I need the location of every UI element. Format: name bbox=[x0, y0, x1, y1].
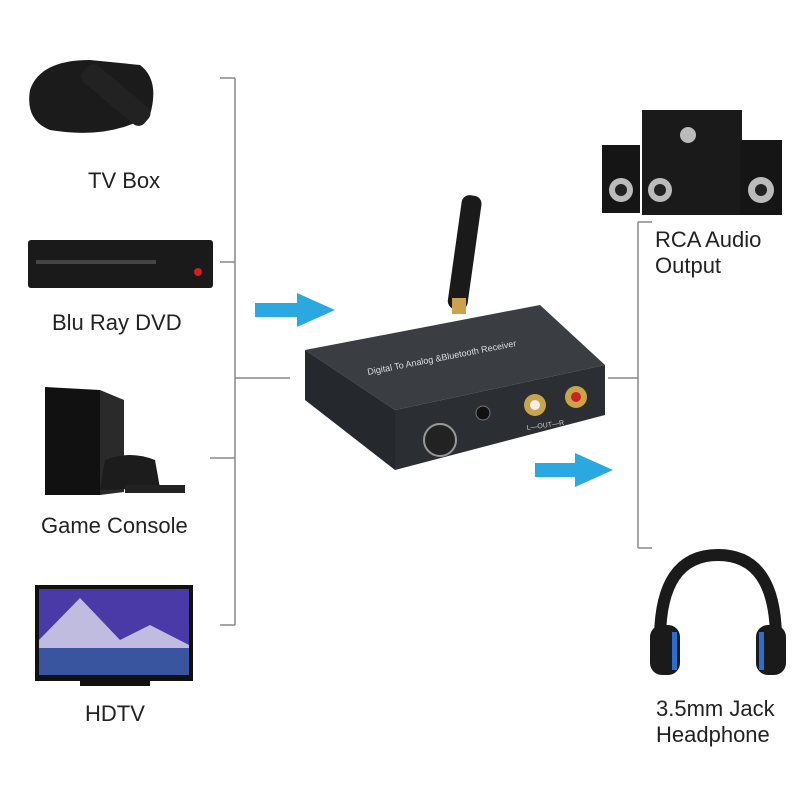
game-console-icon bbox=[45, 387, 185, 495]
output-label-headphone: 3.5mm Jack Headphone bbox=[656, 696, 775, 748]
rca-line2: Output bbox=[655, 253, 722, 278]
input-label-game-console: Game Console bbox=[41, 513, 188, 538]
headphone-line1: 3.5mm Jack bbox=[656, 696, 775, 721]
headphone-icon bbox=[650, 548, 786, 675]
input-label-hdtv: HDTV bbox=[85, 701, 145, 726]
output-arrow-icon bbox=[535, 453, 613, 487]
antenna-icon bbox=[447, 195, 482, 310]
speakers-icon bbox=[602, 110, 782, 215]
bluray-player-icon bbox=[28, 240, 213, 288]
volume-knob bbox=[423, 423, 457, 457]
input-arrow-icon bbox=[255, 293, 335, 327]
headphone-jack bbox=[475, 405, 491, 421]
output-label-rca: RCA Audio Output bbox=[655, 227, 761, 279]
input-bracket bbox=[210, 77, 290, 626]
input-label-tv-box: TV Box bbox=[88, 168, 161, 193]
dac-bluetooth-receiver: Digital To Analog &Bluetooth Receiver L—… bbox=[305, 195, 605, 470]
output-bracket bbox=[608, 221, 652, 549]
rca-line1: RCA Audio bbox=[655, 227, 762, 252]
headphone-line2: Headphone bbox=[656, 722, 770, 747]
input-label-bluray: Blu Ray DVD bbox=[52, 310, 182, 335]
tv-box-icon bbox=[29, 60, 154, 133]
hdtv-icon bbox=[35, 585, 193, 686]
